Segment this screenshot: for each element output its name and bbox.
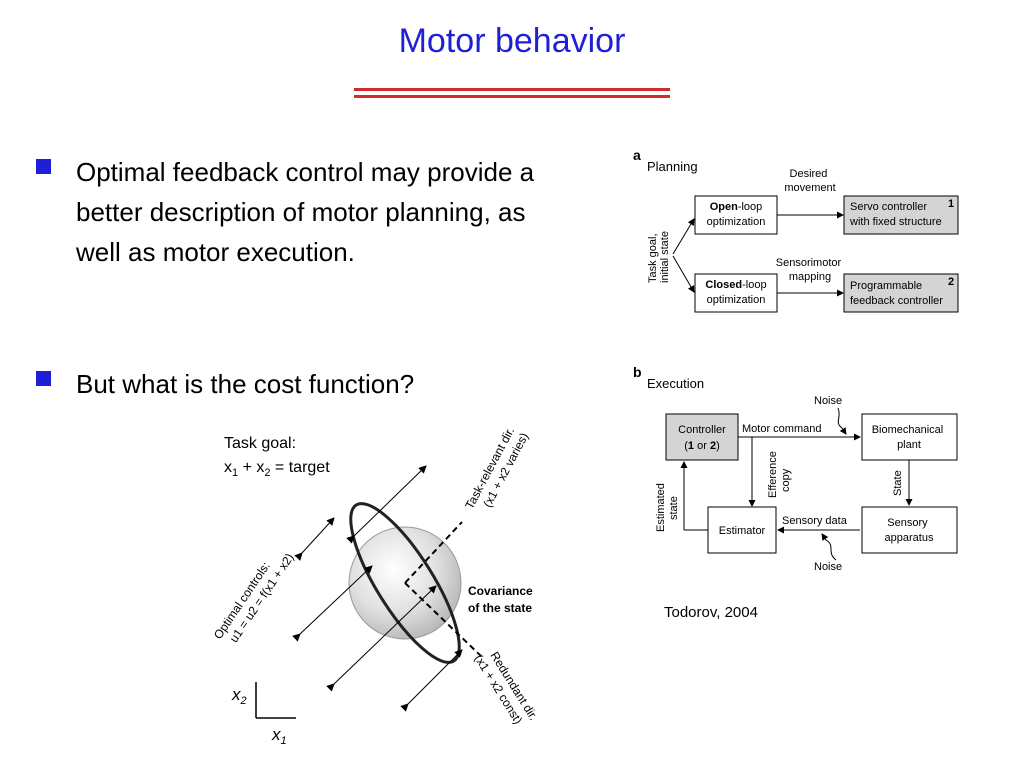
title-underline-bottom bbox=[354, 95, 670, 98]
open-loop-label: Open-loop bbox=[710, 201, 763, 213]
servo-controller-box bbox=[843, 195, 959, 235]
programmable-controller-box bbox=[843, 273, 959, 313]
programmable-number: 2 bbox=[948, 276, 954, 288]
controller-box bbox=[665, 413, 739, 461]
servo-number: 1 bbox=[948, 198, 954, 210]
sensorimotor-mapping-label: Sensorimotor mapping bbox=[776, 257, 844, 283]
execution-diagram: b Execution Controller (1 or 2) Motor co… bbox=[633, 364, 958, 573]
noise-bottom-label: Noise bbox=[814, 561, 842, 573]
planning-diagram: a Planning Task goal, initial state Open… bbox=[633, 147, 959, 313]
covariance-figure: Task goal: x1 + x2 = target Task-relevan… bbox=[211, 422, 543, 747]
redundant-label: Redundant dir. (x1 + x2 const) bbox=[472, 644, 543, 733]
bullet-text-2: But what is the cost function? bbox=[76, 369, 415, 399]
task-goal-equation: x1 + x2 = target bbox=[224, 459, 330, 479]
servo-controller-label: Servo controller with fixed structure bbox=[849, 201, 942, 228]
panel-b-letter: b bbox=[633, 364, 642, 380]
bullet-text-1: Optimal feedback control may provide a b… bbox=[76, 157, 535, 267]
controller-label: Controller bbox=[678, 424, 726, 436]
sensory-data-label: Sensory data bbox=[782, 515, 848, 527]
estimator-box bbox=[707, 506, 777, 554]
task-relevant-label: Task-relevant dir. (x1 + x2 varies) bbox=[462, 422, 532, 519]
panel-a-letter: a bbox=[633, 147, 641, 163]
redundant-axis bbox=[404, 582, 483, 658]
biomechanical-plant-label: Biomechanical plant bbox=[872, 424, 947, 451]
bullet-square-icon bbox=[36, 159, 51, 174]
title-underline-top bbox=[354, 88, 670, 91]
bullet-square-icon bbox=[36, 371, 51, 386]
branch-arrow-up bbox=[672, 218, 695, 255]
programmable-controller-label: Programmable feedback controller bbox=[850, 280, 943, 307]
control-arrow bbox=[346, 465, 427, 544]
bullet-item-2: But what is the cost function? bbox=[36, 364, 576, 404]
task-relevant-axis bbox=[404, 521, 463, 584]
sensory-apparatus-box bbox=[861, 506, 958, 554]
execution-title: Execution bbox=[647, 376, 704, 391]
optimal-controls-label: Optimal controls: u1 = u2 = f(x1 + x2) bbox=[211, 542, 297, 650]
bullet-item-1: Optimal feedback control may provide a b… bbox=[36, 152, 576, 272]
noise-bottom-arrow bbox=[821, 533, 837, 561]
covariance-label: Covariance of the state bbox=[468, 584, 536, 615]
state-label: State bbox=[892, 470, 904, 496]
open-loop-label-2: optimization bbox=[707, 216, 766, 228]
control-arrow bbox=[326, 585, 437, 692]
axis-x2-label: x2 bbox=[231, 685, 247, 707]
motor-command-label: Motor command bbox=[742, 423, 821, 435]
estimated-state-label: Estimated state bbox=[655, 480, 680, 532]
citation: Todorov, 2004 bbox=[664, 604, 758, 621]
axis-x1-label: x1 bbox=[271, 725, 287, 747]
estimator-label: Estimator bbox=[719, 525, 766, 537]
efference-copy-label: Efference copy bbox=[767, 448, 792, 498]
slide-title: Motor behavior bbox=[398, 22, 626, 60]
control-arrow bbox=[400, 649, 463, 712]
planning-title: Planning bbox=[647, 159, 698, 174]
task-goal-side-label: Task goal, initial state bbox=[647, 230, 671, 283]
controller-options: (1 or 2) bbox=[684, 440, 720, 452]
desired-movement-label: Desired movement bbox=[784, 168, 835, 194]
branch-arrow-down bbox=[672, 255, 695, 293]
noise-top-label: Noise bbox=[814, 395, 842, 407]
biomechanical-plant-box bbox=[861, 413, 958, 461]
task-goal-label: Task goal: bbox=[224, 435, 296, 452]
noise-top-arrow bbox=[837, 407, 847, 435]
closed-loop-label-2: optimization bbox=[707, 294, 766, 306]
closed-loop-label: Closed-loop bbox=[705, 279, 766, 291]
control-arrow bbox=[294, 517, 335, 561]
sensory-apparatus-label: Sensory apparatus bbox=[885, 517, 934, 544]
